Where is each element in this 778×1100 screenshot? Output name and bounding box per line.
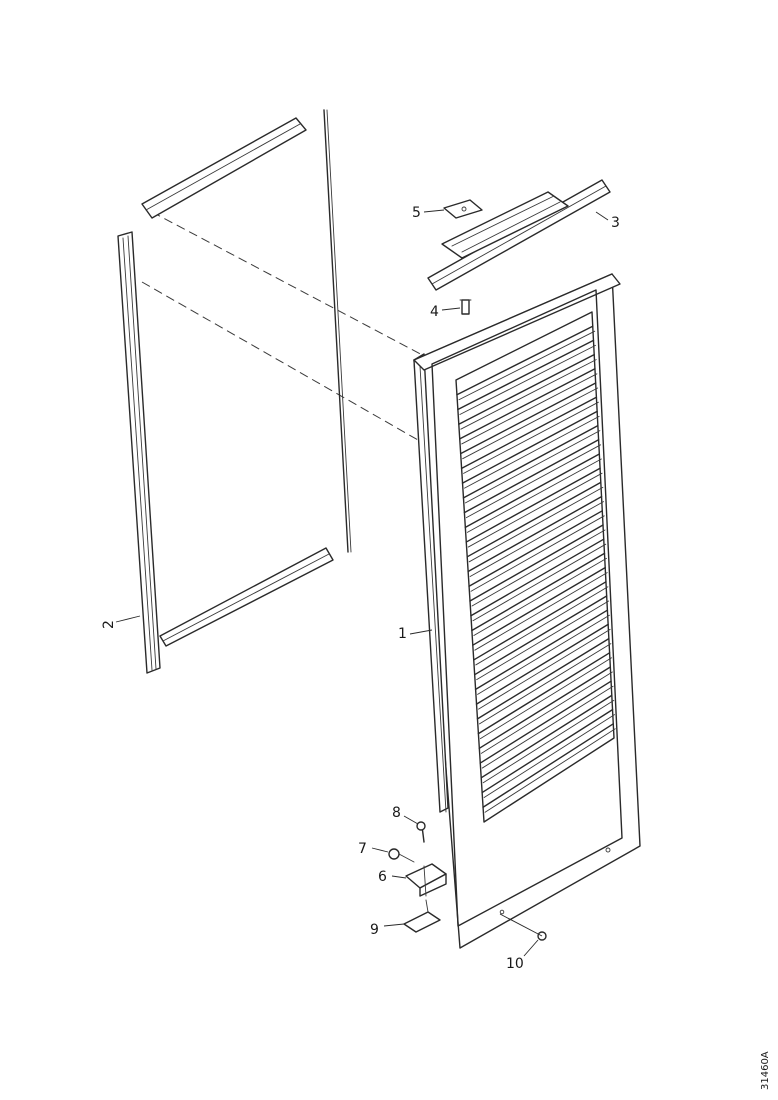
louvre-slat [469,524,604,602]
louvre-slat-shadow [463,401,599,474]
callout-7: 7 [358,841,367,857]
louvre-slat [478,666,612,750]
part-5-upper-bracket [443,199,483,219]
louvre-slat [463,439,600,514]
louvre-slat [458,353,595,425]
louvre-slat [477,652,611,735]
louvre-slat [467,495,603,573]
part-9-lower-bracket [403,899,441,933]
door-louvre-slats [456,325,616,813]
louvre-slat-shadow [479,643,612,725]
louvre-slat-shadow [469,501,604,577]
louvre-slat-shadow [468,486,604,563]
louvre-slat [460,396,598,470]
callout-2: 2 [101,620,117,629]
callout-5: 5 [412,205,421,221]
part-6-lower-hinge [405,863,447,897]
part-2-side-strip [117,231,161,674]
louvre-slat [482,723,614,808]
louvre-slat-shadow [472,543,607,622]
louvre-slat [481,708,614,794]
louvre-slat-shadow [474,572,608,651]
louvre-slat-shadow [465,430,601,504]
louvre-slat-shadow [479,657,613,740]
louvre-slat [475,623,609,705]
assembly-dashed-lines [141,211,429,441]
callout-labels: 1 2 3 4 5 6 7 8 9 10 [101,205,620,972]
vertical-rod [323,109,352,553]
louvre-slat-shadow [458,330,596,401]
louvre-slat [473,581,607,661]
louvre-slat [474,609,609,691]
callout-6: 6 [378,869,387,885]
louvre-slat-shadow [462,387,599,460]
louvre-slat-shadow [483,714,615,798]
louvre-slat [459,368,596,440]
louvre-slat [471,552,606,632]
louvre-slat-shadow [465,444,602,519]
louvre-slat-shadow [466,458,602,533]
document-number: 31460A [760,1051,771,1090]
top-trim-strip [141,117,307,219]
louvre-slat-shadow [480,671,613,754]
louvre-slat-shadow [470,515,605,592]
callout-8: 8 [392,805,401,821]
louvre-slat-shadow [471,529,606,607]
louvre-slat [457,339,595,411]
louvre-slat-shadow [473,557,607,636]
louvre-slat-shadow [459,344,596,415]
louvre-slat [464,453,601,529]
callout-4: 4 [430,304,439,320]
callout-3: 3 [611,215,620,231]
louvre-slat-shadow [478,628,611,710]
louvre-slat [479,680,612,764]
louvre-slat [470,538,605,617]
louvre-slat [466,481,602,558]
part-1-door-panel [413,273,641,949]
louvre-slat-shadow [482,699,615,784]
part-4-pin [459,299,472,315]
louvre-slat [459,382,597,455]
part-7-nut [388,848,415,863]
part-8-screw [416,821,426,843]
louvre-slat [462,424,599,499]
callout-10: 10 [506,956,524,972]
louvre-slat [476,637,610,720]
louvre-slat [472,566,606,646]
louvre-slat-shadow [464,415,600,489]
louvre-slat [456,325,594,396]
louvre-slat [480,694,613,779]
louvre-slat [473,595,608,676]
louvre-slat-shadow [467,472,603,548]
louvre-slat [468,510,603,587]
louvre-slat-shadow [476,600,610,681]
part-3-top-rail [427,179,611,291]
louvre-slat-shadow [475,586,609,666]
callout-9: 9 [370,922,379,938]
leader-lines [115,209,609,957]
callout-1: 1 [398,626,407,642]
upper-hinge-plate [441,191,569,259]
louvre-slat-shadow [481,685,614,769]
louvre-slat-shadow [460,359,597,430]
louvre-slat-shadow [477,614,610,695]
louvre-slat-shadow [461,373,598,445]
bottom-trim-strip [159,547,334,647]
louvre-slat-shadow [484,728,616,813]
louvre-slat [461,410,598,484]
louvre-slat [465,467,601,543]
